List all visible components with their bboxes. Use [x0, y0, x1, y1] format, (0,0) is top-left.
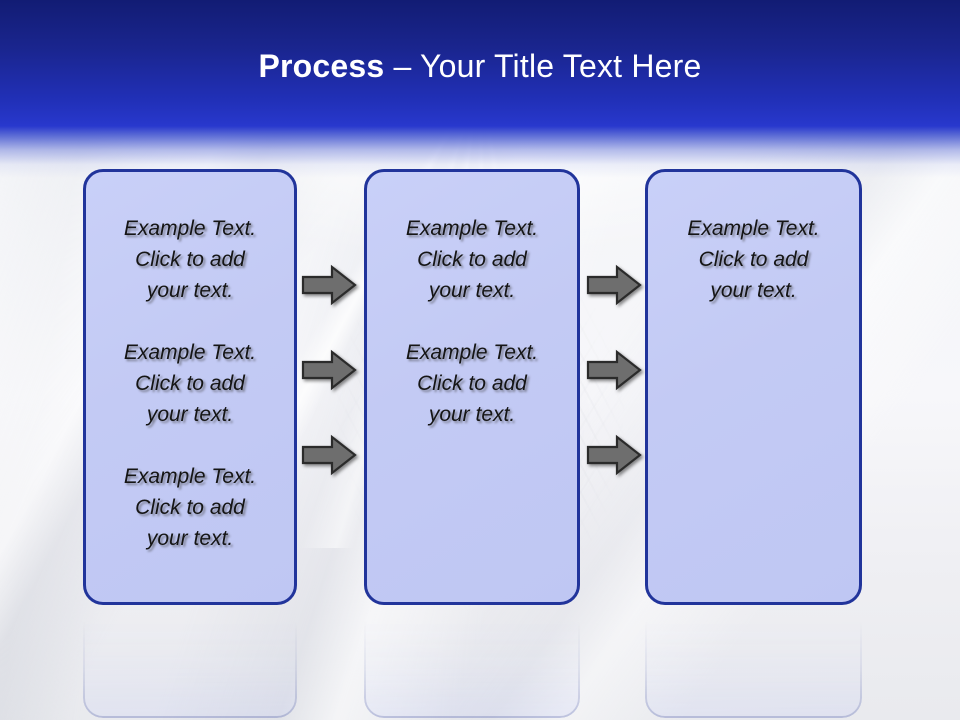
process-box-2-paragraph-1: Example Text. Click to add your text.	[405, 217, 539, 302]
process-box-1[interactable]: Example Text. Click to add your text. Ex…	[83, 169, 297, 605]
process-box-1-paragraph-1: Example Text. Click to add your text.	[123, 217, 257, 302]
process-box-3-paragraph-1: Example Text. Click to add your text.	[687, 217, 820, 302]
process-box-3-text-container[interactable]: Example Text. Click to add your text.	[648, 213, 859, 306]
process-box-1-paragraph-3: Example Text. Click to add your text.	[123, 465, 257, 550]
page-title-rest: – Your Title Text Here	[384, 48, 702, 84]
arrow-right-icon-1-2[interactable]	[301, 349, 357, 391]
arrow-right-icon-2-3[interactable]	[586, 434, 642, 476]
arrow-right-icon-1-3[interactable]	[301, 434, 357, 476]
process-box-1-reflection	[83, 606, 297, 718]
process-box-1-paragraph-2: Example Text. Click to add your text.	[123, 341, 257, 426]
arrow-right-icon-2-1[interactable]	[586, 264, 642, 306]
title-banner	[0, 0, 960, 126]
page-title-strong: Process	[258, 48, 385, 84]
process-box-3-reflection	[645, 606, 862, 718]
process-box-2[interactable]: Example Text. Click to add your text. Ex…	[364, 169, 580, 605]
process-box-2-text-container[interactable]: Example Text. Click to add your text. Ex…	[367, 213, 577, 430]
process-box-1-text-container[interactable]: Example Text. Click to add your text. Ex…	[86, 213, 294, 554]
process-box-2-reflection	[364, 606, 580, 718]
process-box-3[interactable]: Example Text. Click to add your text.	[645, 169, 862, 605]
arrow-right-icon-2-2[interactable]	[586, 349, 642, 391]
arrow-right-icon-1-1[interactable]	[301, 264, 357, 306]
process-box-2-paragraph-2: Example Text. Click to add your text.	[405, 341, 539, 426]
page-title: Process – Your Title Text Here	[0, 46, 960, 86]
